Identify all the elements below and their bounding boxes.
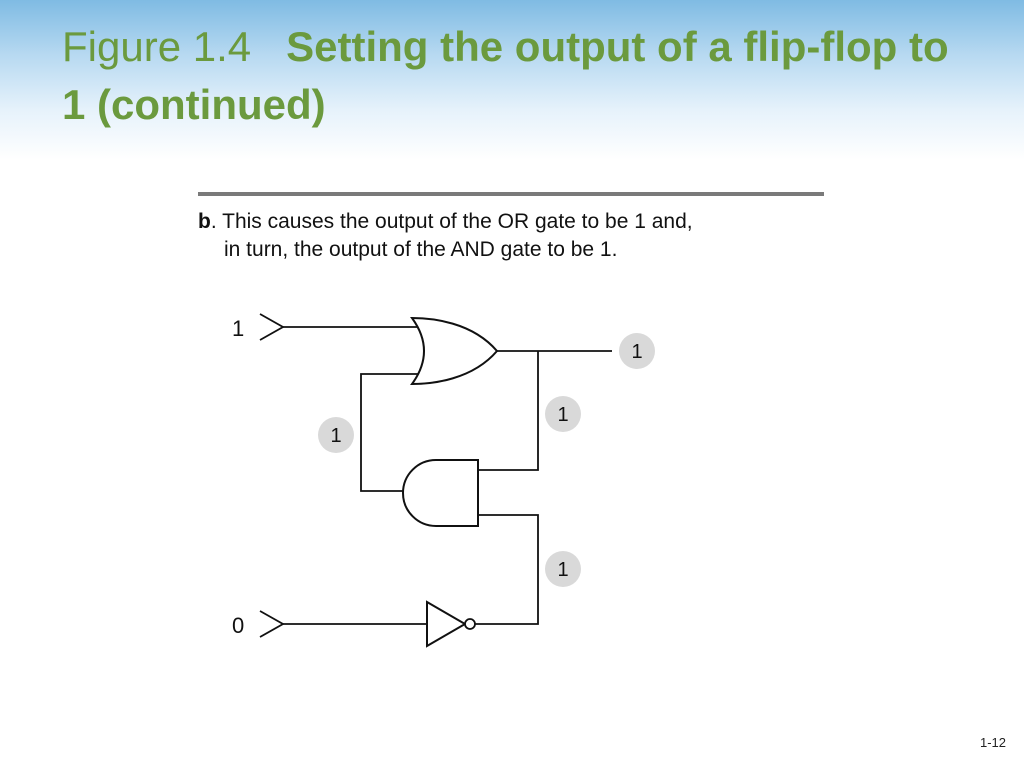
figure-caption: b. This causes the output of the OR gate… [198, 208, 838, 264]
input-top-arrow [259, 313, 285, 341]
caption-line-2: in turn, the output of the AND gate to b… [224, 238, 618, 261]
feedback-value: 1 [330, 425, 341, 447]
page-number: 1-12 [979, 735, 1006, 750]
not-output-value: 1 [557, 559, 568, 581]
not-gate [426, 600, 467, 648]
caption-rule [198, 192, 824, 196]
wire-not-to-and [475, 514, 539, 625]
and-gate [402, 459, 479, 527]
slide-title: Figure 1.4 Setting the output of a flip-… [62, 18, 962, 134]
caption-line-1: . This causes the output of the OR gate … [210, 210, 693, 233]
feedback-value-badge: 1 [318, 417, 354, 453]
or-to-and-value: 1 [557, 404, 568, 426]
figure-title: Setting the output of a flip-flop to 1 (… [62, 23, 949, 128]
wire-output-to-and [478, 351, 539, 471]
not-gate-bubble [464, 618, 476, 630]
figure-number: Figure 1.4 [62, 23, 252, 70]
or-gate [410, 316, 499, 386]
input-bottom-arrow [259, 610, 285, 638]
caption-letter: b [198, 210, 211, 233]
input-top-label: 1 [232, 316, 244, 341]
wire-feedback [360, 373, 418, 492]
input-bottom-label: 0 [232, 613, 244, 638]
output-value-badge: 1 [619, 333, 655, 369]
output-value: 1 [631, 341, 642, 363]
circuit-wires [283, 326, 612, 625]
not-output-value-badge: 1 [545, 551, 581, 587]
or-to-and-value-badge: 1 [545, 396, 581, 432]
